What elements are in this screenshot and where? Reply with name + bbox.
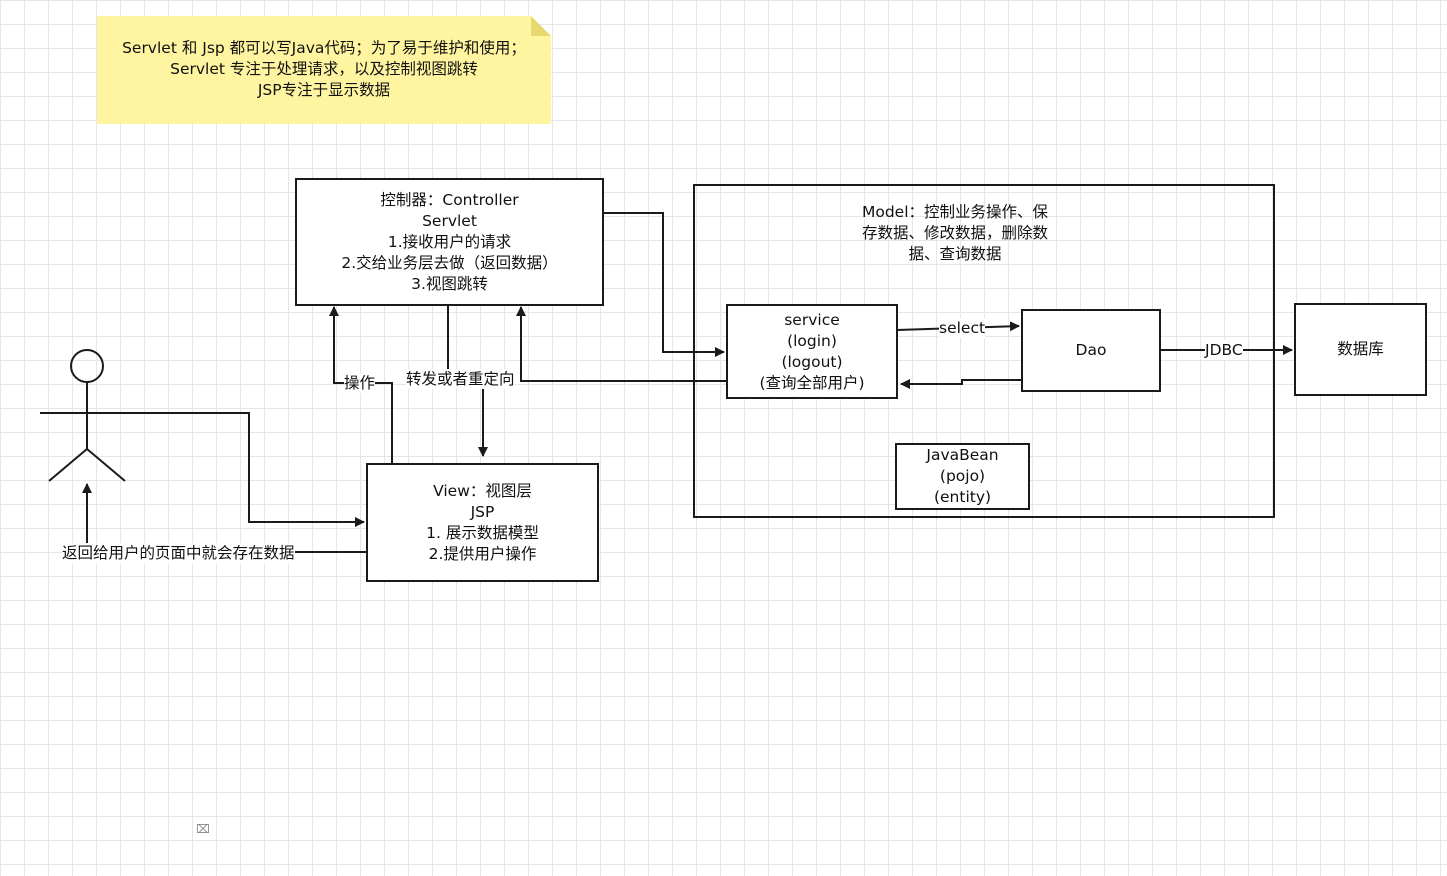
note-line-2: Servlet 专注于处理请求，以及控制视图跳转 <box>170 60 478 78</box>
view-item-2: 2.提供用户操作 <box>428 545 537 563</box>
service-login: (login) <box>787 332 837 350</box>
sticky-note-text: Servlet 和 Jsp 都可以写Java代码；为了易于维护和使用； Serv… <box>97 38 551 101</box>
model-text: Model：控制业务操作、保 存数据、修改数据，删除数 据、查询数据 <box>830 202 1080 265</box>
controller-subtitle: Servlet <box>422 212 477 230</box>
controller-text: 控制器：Controller Servlet 1.接收用户的请求 2.交给业务层… <box>295 190 604 295</box>
edge-label-forward: 转发或者重定向 <box>406 369 515 389</box>
view-box[interactable] <box>366 463 599 582</box>
javabean-title: JavaBean <box>926 446 999 464</box>
controller-box[interactable] <box>295 178 604 306</box>
edge-dao-to-service <box>900 379 1021 389</box>
view-text: View：视图层 JSP 1. 展示数据模型 2.提供用户操作 <box>366 481 599 565</box>
cursor-icon: ⌧ <box>196 822 210 836</box>
service-logout: (logout) <box>781 353 843 371</box>
database-label: 数据库 <box>1337 340 1384 358</box>
controller-item-1: 1.接收用户的请求 <box>387 233 512 251</box>
edge-label-select: select <box>939 318 986 338</box>
database-box[interactable] <box>1294 303 1427 396</box>
edge-service-to-controller <box>516 306 726 382</box>
service-query-all: (查询全部用户) <box>759 374 865 392</box>
edge-label-return: 返回给用户的页面中就会存在数据 <box>62 543 295 563</box>
model-container[interactable] <box>693 184 1275 518</box>
javabean-box[interactable] <box>895 443 1030 510</box>
edge-label-jdbc: JDBC <box>1205 340 1243 360</box>
dao-box[interactable] <box>1021 309 1161 392</box>
view-item-1: 1. 展示数据模型 <box>426 524 539 542</box>
sticky-note[interactable] <box>97 16 551 124</box>
dao-label: Dao <box>1075 341 1107 359</box>
service-title: service <box>784 311 840 329</box>
model-line-1: Model：控制业务操作、保 <box>861 203 1049 221</box>
model-line-3: 据、查询数据 <box>908 245 1002 263</box>
note-line-3: JSP专注于显示数据 <box>257 81 391 99</box>
javabean-pojo: (pojo) <box>939 467 986 485</box>
view-subtitle: JSP <box>470 503 495 521</box>
model-line-2: 存数据、修改数据，删除数 <box>861 224 1048 242</box>
view-title: View：视图层 <box>433 482 532 500</box>
javabean-text: JavaBean (pojo) (entity) <box>895 445 1030 508</box>
actor-icon <box>40 349 134 482</box>
controller-item-2: 2.交给业务层去做（返回数据） <box>341 254 558 272</box>
edge-label-operate: 操作 <box>344 373 376 393</box>
service-box[interactable] <box>726 304 898 399</box>
edge-view-to-user <box>82 483 366 553</box>
javabean-entity: (entity) <box>933 488 992 506</box>
service-text: service (login) (logout) (查询全部用户) <box>726 310 898 394</box>
edge-user-to-view <box>134 412 365 527</box>
note-line-1: Servlet 和 Jsp 都可以写Java代码；为了易于维护和使用； <box>122 39 526 57</box>
controller-title: 控制器：Controller <box>380 191 519 209</box>
controller-item-3: 3.视图跳转 <box>411 275 488 293</box>
